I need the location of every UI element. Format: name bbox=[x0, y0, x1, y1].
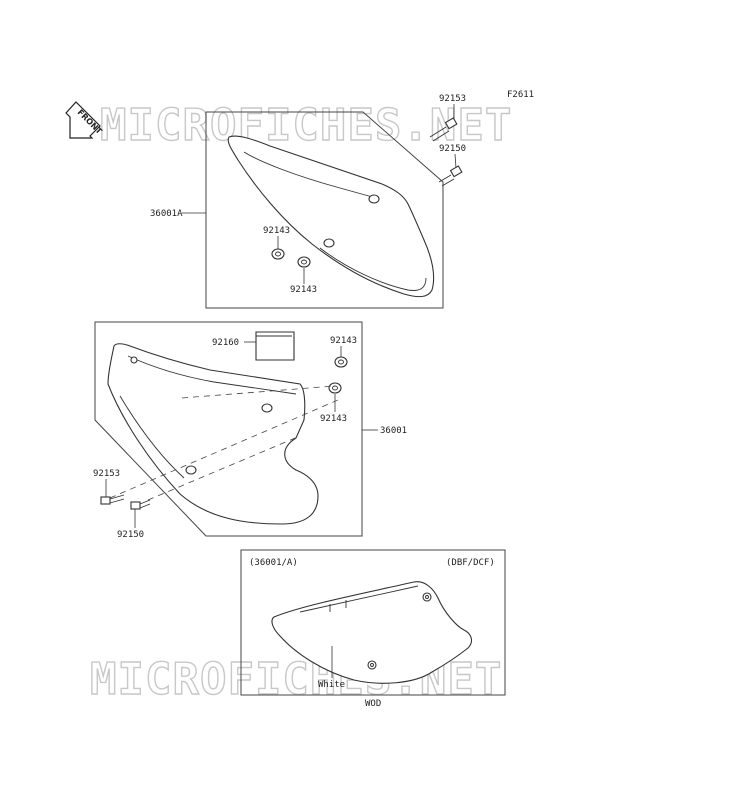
middle-side-cover[interactable] bbox=[107, 343, 319, 525]
label-assembly-36001: 36001 bbox=[380, 426, 407, 436]
middle-pad-92160[interactable] bbox=[255, 331, 295, 361]
label-upper-grommet-a: 92143 bbox=[263, 226, 290, 236]
upper-group-frame bbox=[205, 111, 444, 309]
label-middle-bolt-92153: 92153 bbox=[93, 469, 120, 479]
color-variant-inset bbox=[240, 549, 506, 696]
watermark-top: MICROFICHES.NET bbox=[100, 100, 512, 151]
inset-model: WOD bbox=[365, 699, 381, 709]
label-upper-bolt-92150: 92150 bbox=[439, 144, 466, 154]
label-middle-bolt-92150: 92150 bbox=[117, 530, 144, 540]
assembly-line-upper bbox=[181, 385, 335, 399]
inset-side-cover-white[interactable] bbox=[271, 581, 473, 684]
front-arrow-icon: FRONT bbox=[65, 101, 104, 139]
figure-code: F2611 bbox=[507, 90, 534, 100]
upper-bolt-92150[interactable] bbox=[438, 165, 463, 187]
upper-side-cover[interactable] bbox=[227, 135, 435, 298]
inset-ref: (36001/A) bbox=[249, 558, 298, 568]
label-middle-grommet-a: 92143 bbox=[330, 336, 357, 346]
middle-grommet-b[interactable] bbox=[328, 382, 342, 394]
upper-grommet-a[interactable] bbox=[271, 248, 285, 260]
middle-bolt-92150[interactable] bbox=[130, 499, 151, 510]
assembly-line-bolt bbox=[147, 435, 301, 501]
upper-bolt-92153[interactable] bbox=[429, 117, 458, 142]
inset-variant: (DBF/DCF) bbox=[446, 558, 495, 568]
middle-bolt-92153[interactable] bbox=[100, 494, 125, 505]
middle-grommet-a[interactable] bbox=[334, 356, 348, 368]
inset-color-note: White bbox=[318, 680, 345, 690]
label-assembly-36001a: 36001A bbox=[150, 209, 183, 219]
label-pad-92160: 92160 bbox=[212, 338, 239, 348]
upper-grommet-b[interactable] bbox=[297, 256, 311, 268]
label-middle-grommet-b: 92143 bbox=[320, 414, 347, 424]
assembly-line-lower bbox=[109, 399, 339, 499]
label-upper-grommet-b: 92143 bbox=[290, 285, 317, 295]
middle-group-frame bbox=[94, 321, 363, 537]
label-upper-bolt-92153: 92153 bbox=[439, 94, 466, 104]
